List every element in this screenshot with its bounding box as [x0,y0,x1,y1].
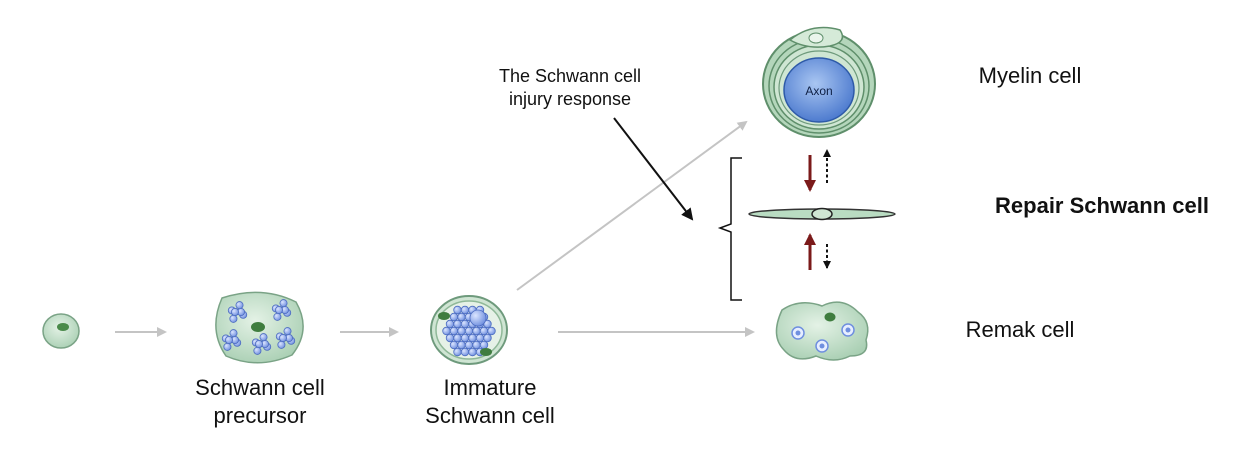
immature-label-line2: Schwann cell [425,402,555,428]
axon-bead [445,319,455,329]
axon-bead [445,333,455,343]
immature-schwann-cell [430,295,508,365]
axon-bead [224,335,233,344]
axon-bead [460,347,470,357]
axon-label: Axon [805,84,832,98]
axon-bead [475,333,485,343]
remak-axon-3 [815,339,829,353]
injury-response-label: The Schwann cell injury response [460,65,680,110]
progression-arrow-to-myelin [516,120,748,291]
axon-bead [274,305,283,314]
axon-bead [457,312,466,322]
axon-bead [253,346,262,355]
precursor-label-line1: Schwann cell [195,375,325,400]
remak-cell-label: Remak cell [965,317,1075,342]
axon-bead [460,305,470,315]
axon-bead [449,326,459,336]
axon-bead [453,319,462,329]
immature-label: Immature Schwann cell [400,374,580,429]
axon-bead [279,299,288,308]
axon-bead [453,333,462,343]
axon-bead [449,312,459,322]
axon-bead [453,347,462,357]
repair-bracket [717,157,742,301]
repair-schwann-cell [748,207,896,221]
axon-bead [278,333,287,342]
axon-bead [479,326,489,336]
axon-bundle-beads [442,305,496,357]
axon-bead [464,326,474,336]
axon-bead [254,339,263,348]
axon-bead [449,340,459,350]
axon-circle [783,57,855,123]
axon-bead [229,329,238,338]
axon-bead [457,326,466,336]
injury-response-arrow [613,117,694,221]
axon-bead [273,312,282,321]
precursor-label-line2: precursor [213,402,307,428]
axon-bead [229,314,238,323]
axon-bead [235,301,244,310]
axon-bead [464,340,474,350]
schwann-cell-precursor-cell [215,291,304,364]
remak-axon-1 [791,326,805,340]
axon-bead [453,305,462,315]
myelin-cell-label: Myelin cell [978,63,1082,88]
axon-bead [259,333,268,342]
injury-label-line2: injury response [508,88,632,109]
axon-bead [468,347,477,357]
injury-label-line1: The Schwann cell [498,66,642,86]
immature-label-line1: Immature [443,375,537,400]
remak-cell [775,301,869,361]
axon-bead [460,333,470,343]
axon-bundle-beads [221,299,296,355]
axon-bead [283,327,292,336]
axon-bead [487,326,496,336]
axon-bead [223,342,232,351]
axon-bead [230,307,239,316]
precursor-label: Schwann cell precursor [170,374,350,429]
neural-crest-cell [42,313,80,349]
axon-bead [460,319,470,329]
axon-bead [442,326,451,336]
axon-bead [277,340,286,349]
axon-bead [483,333,492,343]
axon-bead [472,340,481,350]
myelin-cell: Axon [762,26,876,138]
axon-bead [479,340,489,350]
axon-bead [472,326,481,336]
repair-schwann-cell-label: Repair Schwann cell [995,193,1209,218]
axon-bead [468,333,477,343]
axon-bead [457,340,466,350]
large-axon-bead [469,309,487,327]
remak-axon-2 [841,323,855,337]
